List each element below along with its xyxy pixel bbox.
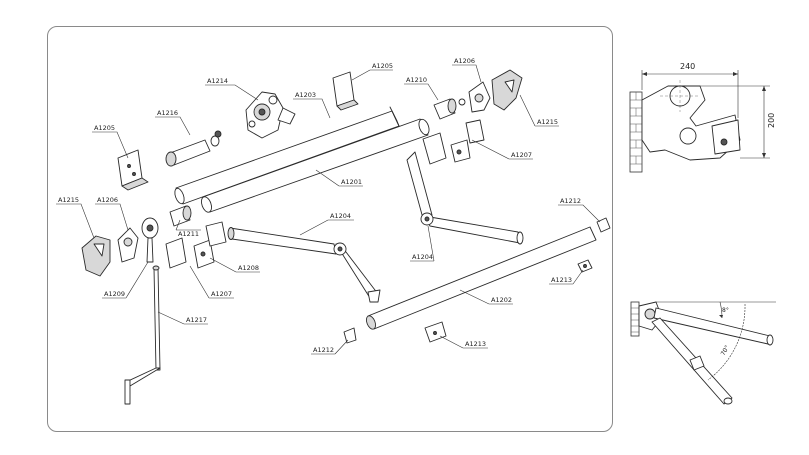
label-a1206-top: A1206 — [454, 57, 475, 65]
part-a1215-right-cover — [491, 69, 523, 111]
label-a1208: A1208 — [238, 264, 259, 272]
label-a1207-right: A1207 — [511, 151, 532, 159]
part-a1205-left-bracket — [117, 149, 149, 191]
label-a1202: A1202 — [491, 296, 512, 304]
label-a1210: A1210 — [406, 76, 427, 84]
angle-view: 8° 70° — [630, 301, 776, 405]
part-a1206-left — [117, 227, 139, 263]
part-a1205-top-bracket — [332, 71, 359, 111]
part-a1204-right-arm — [406, 151, 524, 245]
label-a1213-right: A1213 — [551, 276, 572, 284]
part-a1209-crank-gear — [141, 217, 159, 263]
angle-large-label: 70° — [720, 344, 731, 357]
dimension-view: 240 200 — [629, 62, 776, 173]
part-a1204-mid-arm — [227, 227, 381, 303]
label-a1211: A1211 — [178, 230, 199, 238]
label-a1206-left: A1206 — [97, 196, 118, 204]
label-a1209: A1209 — [104, 290, 125, 298]
part-a1216-motor — [165, 130, 222, 167]
label-a1216: A1216 — [157, 109, 178, 117]
part-a1212-right — [596, 217, 611, 233]
part-a1211-endplug — [169, 205, 192, 227]
label-a1213-left: A1213 — [465, 340, 486, 348]
part-a1212-left — [343, 327, 357, 344]
label-a1204-mid: A1204 — [330, 212, 351, 220]
part-a1206-top — [468, 81, 491, 113]
dimension-width-label: 240 — [680, 62, 695, 71]
part-a1203-tube — [201, 118, 430, 213]
label-a1205-top: A1205 — [372, 62, 393, 70]
label-a1204-right: A1204 — [412, 253, 433, 261]
label-a1215-right: A1215 — [537, 118, 558, 126]
part-a1207-left-clips — [165, 221, 227, 269]
part-a1214-bracket — [245, 91, 296, 139]
part-labels: A1214 A1203 A1205 A1210 A1206 A1216 A121… — [58, 57, 581, 354]
label-a1207-left: A1207 — [211, 290, 232, 298]
label-a1212-left: A1212 — [313, 346, 334, 354]
leader-lines — [56, 64, 601, 355]
label-a1201: A1201 — [341, 178, 362, 186]
part-a1210-endcap — [433, 98, 466, 120]
part-a1213-right — [577, 259, 593, 273]
angle-small-label: 8° — [722, 307, 729, 314]
label-a1212-right: A1212 — [560, 197, 581, 205]
label-a1215-left: A1215 — [58, 196, 79, 204]
part-a1217-crank-handle — [124, 265, 161, 405]
part-a1213-left — [424, 321, 447, 343]
part-a1201-tube — [174, 106, 400, 205]
part-a1207-right-clips — [422, 119, 485, 165]
label-a1205-left: A1205 — [94, 124, 115, 132]
part-a1202-front-bar — [366, 226, 597, 330]
label-a1217: A1217 — [186, 316, 207, 324]
exploded-view-panel — [47, 26, 613, 432]
dimension-height-label: 200 — [767, 113, 776, 128]
label-a1203: A1203 — [295, 91, 316, 99]
label-a1214: A1214 — [207, 77, 228, 85]
part-a1215-left-cover — [81, 235, 111, 277]
